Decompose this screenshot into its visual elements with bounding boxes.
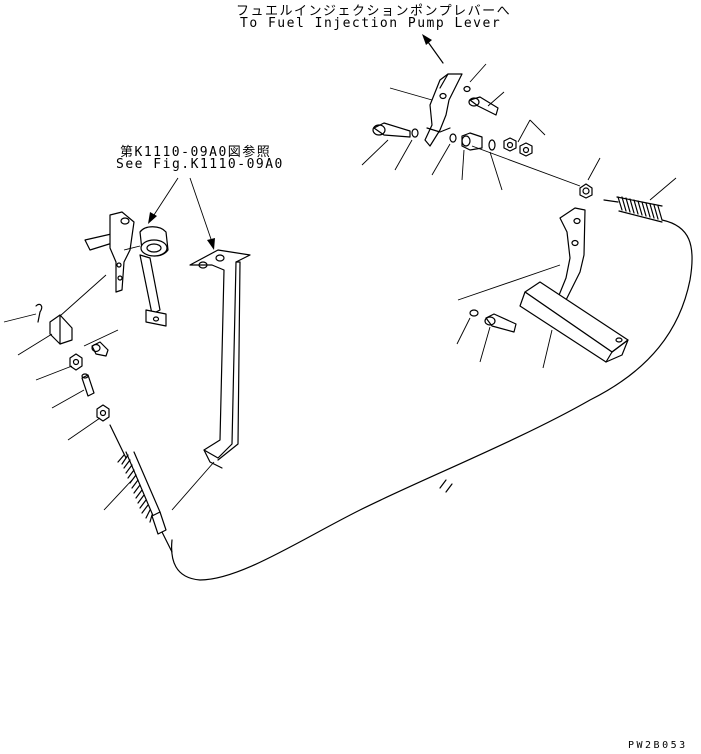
drawing-code: PW2B053 [628,740,688,751]
nut-left-lower [96,404,110,422]
clip-left [49,314,73,345]
leader-lines-top [361,63,581,191]
nut-top-b [519,142,533,157]
leader-lines-pedal [456,317,553,369]
bolt-left-small [91,341,109,357]
figure-reference-en: See Fig.K1110-09A0 [116,157,284,172]
cable-break-mark [439,479,453,493]
cable-spring-left [109,424,173,553]
pivot-bracket [84,211,169,327]
washer-right [488,139,496,151]
cable-spring-right [603,177,677,223]
pin-left [35,303,43,323]
washer-left [411,128,419,138]
bushing [461,132,483,151]
leader-nut-right [587,157,601,181]
nut-top-a [503,137,517,152]
throttle-cable [171,219,693,581]
lever-bracket [424,73,463,147]
bolt-left [372,122,411,138]
washer-pedal [469,309,479,317]
figure-reference-jp: 第K1110-09A0図参照 [120,145,272,160]
washer-mid [449,133,457,143]
bolt-top [468,96,499,116]
reference-arrows [148,177,215,250]
cable-nut-right [579,183,593,199]
destination-label-jp: フュエルインジェクションポンプレバーへ [236,4,512,19]
adjuster-left [81,373,95,397]
destination-label-en: To Fuel Injection Pump Lever [240,16,502,31]
bolt-pedal [484,313,517,333]
pedal-bracket [457,207,629,363]
leader-lines-left [3,274,133,511]
washer-top [463,85,471,93]
nut-left [69,353,83,371]
pedal-arm [171,249,251,511]
pump-lever-arrow [422,34,444,64]
